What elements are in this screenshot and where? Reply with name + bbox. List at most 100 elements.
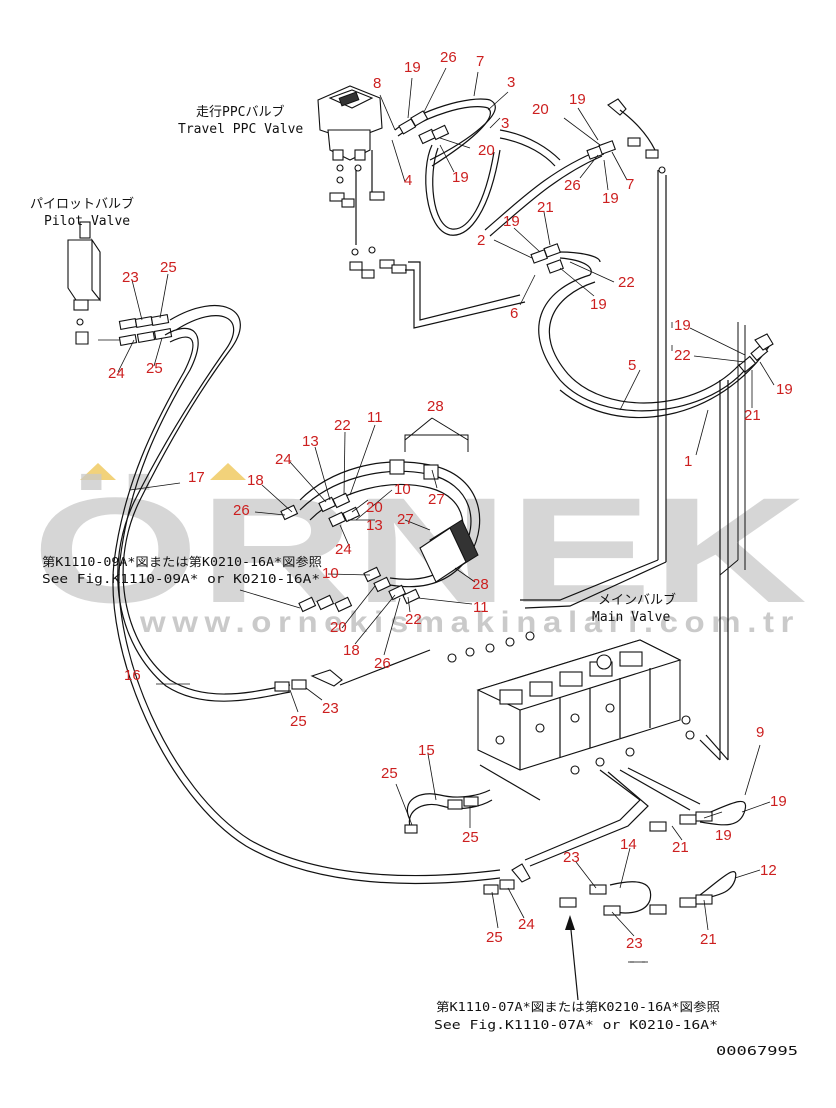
watermark: ÖRNEK www.ornekismakinalari.com.tr [32, 463, 807, 639]
callout: 26 [374, 655, 391, 672]
center-hose-bundle [239, 459, 481, 613]
callout: 23 [626, 935, 643, 952]
callout: 19 [569, 91, 586, 108]
callout: 20 [478, 142, 495, 159]
pilot-hoses [98, 314, 173, 346]
callout: 21 [672, 839, 689, 856]
upper-hoses [394, 98, 774, 419]
bottom-hoses [274, 417, 747, 1001]
callout: 24 [108, 365, 125, 382]
see-fig-bottom-en: See Fig.K1110-07A* or K0210-16A* [434, 1018, 718, 1032]
callout: 4 [404, 172, 412, 189]
callout: 5 [628, 357, 636, 374]
callout: 26 [440, 49, 457, 66]
callout: 25 [381, 765, 398, 782]
callout: 27 [428, 491, 445, 508]
pilot-valve-label-en: Pilot Valve [44, 214, 130, 229]
watermark-brand: ÖRNEK [32, 466, 807, 634]
ppc-fittings [329, 150, 407, 279]
see-fig-bottom-jp: 第K1110-07A*図または第K0210-16A*図参照 [436, 999, 720, 1014]
text-labels: 走行PPCバルブ Travel PPC Valve パイロットバルブ Pilot… [30, 104, 798, 1058]
callout: 22 [334, 417, 351, 434]
callout: 3 [507, 74, 515, 91]
watermark-accent-right [210, 463, 246, 480]
callout: 26 [233, 502, 250, 519]
travel-ppc-valve-label-jp: 走行PPCバルブ [196, 104, 284, 120]
watermark-accent-left [80, 463, 116, 480]
callout: 3 [501, 115, 509, 132]
callout: 13 [302, 433, 319, 450]
see-fig-top-en: See Fig.K1110-09A* or K0210-16A* [42, 572, 320, 586]
main-valve-label-en: Main Valve [592, 610, 670, 625]
callout: 18 [247, 472, 264, 489]
main-valve-label-jp: メインバルブ [598, 592, 676, 608]
callout: 21 [700, 931, 717, 948]
callout: 17 [188, 469, 205, 486]
callout: 11 [367, 409, 383, 426]
callout: 19 [404, 59, 421, 76]
callout: 11 [473, 599, 489, 616]
long-hoses-left [112, 305, 501, 885]
callout: 10 [394, 481, 411, 498]
callout: 22 [618, 274, 635, 291]
callout: 1 [684, 453, 692, 470]
see-fig-top-jp: 第K1110-09A*図または第K0210-16A*図参照 [42, 554, 322, 569]
misc-marks [628, 322, 673, 963]
callout: 16 [124, 667, 141, 684]
callout: 19 [503, 213, 520, 230]
main-valve [447, 631, 695, 775]
callout: 19 [770, 793, 787, 810]
callout: 19 [452, 169, 469, 186]
pilot-valve-label-jp: パイロットバルブ [30, 196, 134, 212]
callout: 19 [590, 296, 607, 313]
callout: 28 [472, 576, 489, 593]
watermark-url: www.ornekismakinalari.com.tr [139, 606, 800, 639]
arrow-head-icon [565, 915, 575, 930]
callout: 25 [146, 360, 163, 377]
pipes [339, 170, 746, 867]
callout: 13 [366, 517, 383, 534]
travel-ppc-valve-label-en: Travel PPC Valve [178, 122, 303, 137]
callout: 22 [405, 611, 422, 628]
callout: 10 [322, 565, 339, 582]
callout: 25 [486, 929, 503, 946]
callout: 19 [715, 827, 732, 844]
callout: 20 [532, 101, 549, 118]
callout: 9 [756, 724, 764, 741]
callout: 8 [373, 75, 381, 92]
callout: 27 [397, 511, 414, 528]
callout: 24 [275, 451, 292, 468]
leader-lines [117, 67, 775, 963]
travel-ppc-valve [317, 85, 383, 172]
callout: 21 [744, 407, 761, 424]
callout: 25 [462, 829, 479, 846]
pilot-valve [67, 221, 101, 345]
callout-numbers: 8 19 26 7 3 3 20 20 19 19 26 19 7 4 21 1… [108, 49, 793, 952]
callout: 18 [343, 642, 360, 659]
callout: 24 [335, 541, 352, 558]
callout: 2 [477, 232, 485, 249]
callout: 19 [776, 381, 793, 398]
callout: 28 [427, 398, 444, 415]
callout: 25 [160, 259, 177, 276]
callout: 26 [564, 177, 581, 194]
callout: 25 [290, 713, 307, 730]
callout: 20 [366, 499, 383, 516]
callout: 7 [476, 53, 484, 70]
callout: 23 [322, 700, 339, 717]
callout: 23 [122, 269, 139, 286]
callout: 19 [674, 317, 691, 334]
callout: 7 [626, 176, 634, 193]
callout: 12 [760, 862, 777, 879]
callout: 14 [620, 836, 637, 853]
callout: 23 [563, 849, 580, 866]
callout: 24 [518, 916, 535, 933]
drawing-number: 00067995 [716, 1044, 798, 1058]
callout: 20 [330, 619, 347, 636]
callout: 22 [674, 347, 691, 364]
callout: 6 [510, 305, 518, 322]
callout: 19 [602, 190, 619, 207]
callout: 21 [537, 199, 554, 216]
